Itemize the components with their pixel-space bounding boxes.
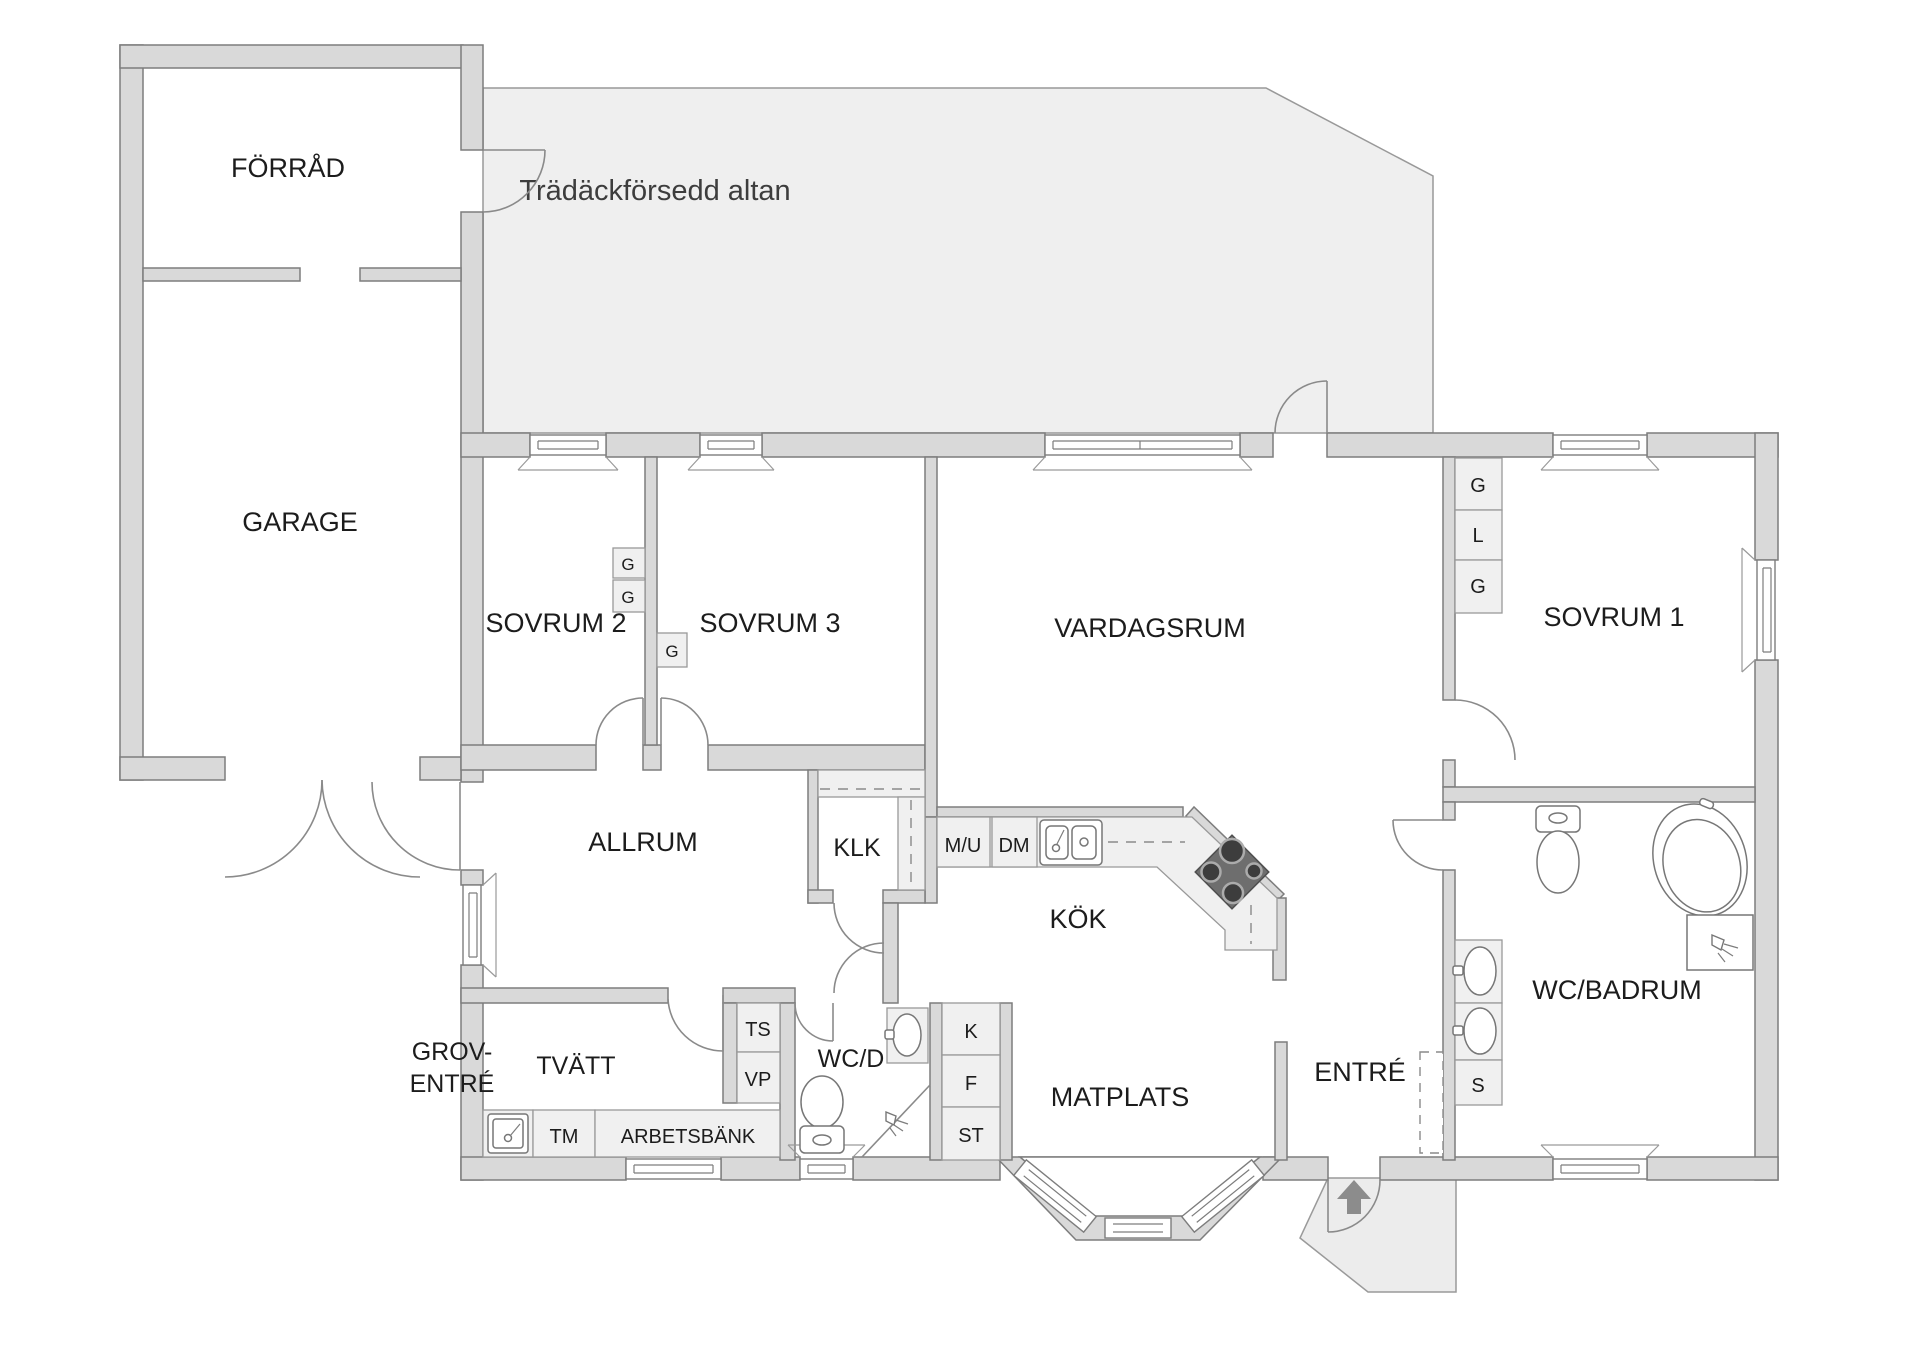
label-sovrum3-g: G [665, 642, 678, 661]
kitchen-fixtures [936, 816, 1278, 951]
freezer-box [941, 1054, 1001, 1108]
fridge-box [941, 1002, 1001, 1056]
bath-sink1-icon [1452, 946, 1497, 996]
sanitary-fixtures [799, 797, 1754, 1158]
label-s: S [1471, 1075, 1484, 1097]
room-label-garage: GARAGE [242, 507, 358, 537]
label-sovrum2-g2: G [621, 588, 634, 607]
room-labels: FÖRRÅD GARAGE SOVRUM 2 SOVRUM 3 VARDAGSR… [231, 152, 1702, 1112]
door-wcd [794, 1002, 834, 1042]
room-label-groventre-1: GROV- [412, 1038, 493, 1066]
window-sovrum1-top [1540, 434, 1660, 471]
room-label-sovrum1: SOVRUM 1 [1543, 602, 1684, 632]
wardrobe-sovrum1-g1 [1454, 457, 1503, 511]
room-label-sovrum2: SOVRUM 2 [485, 608, 626, 638]
label-k: K [964, 1021, 978, 1043]
wcd-toilet-icon [799, 1075, 845, 1154]
room-label-forrad: FÖRRÅD [231, 152, 345, 183]
wardrobe-sovrum3-g [656, 632, 688, 668]
room-label-allrum: ALLRUM [588, 827, 698, 857]
s-box [1454, 1059, 1503, 1106]
door-garage-double [224, 779, 421, 878]
deck-label: Trädäckförsedd altan [519, 175, 790, 207]
wardrobe-sovrum2-g2 [612, 579, 646, 613]
label-tm: TM [550, 1126, 579, 1148]
box-labels: M/U DM TS VP TM ARBETSBÄNK K F ST S G G … [550, 475, 1486, 1148]
room-label-tvatt: TVÄTT [536, 1052, 615, 1080]
label-mu: M/U [945, 835, 982, 857]
label-vp: VP [745, 1069, 772, 1091]
label-arbetsbank: ARBETSBÄNK [621, 1126, 756, 1148]
door-corridor-kok [833, 942, 885, 994]
window-wcbadrum [1540, 1144, 1660, 1180]
label-f: F [965, 1073, 977, 1095]
room-label-sovrum3: SOVRUM 3 [699, 608, 840, 638]
window-vardagsrum [1032, 434, 1253, 471]
label-dm: DM [998, 835, 1029, 857]
room-label-groventre-2: ENTRÉ [410, 1069, 495, 1098]
micro-oven-box [936, 816, 991, 868]
window-allrum-west [462, 872, 497, 978]
room-label-entre: ENTRÉ [1314, 1057, 1406, 1087]
window-bay-left [1012, 1158, 1098, 1234]
wardrobe-sovrum2-g1 [612, 547, 646, 579]
doors [224, 149, 1516, 1233]
window-sovrum3 [687, 434, 775, 471]
kitchen-sink-icon [1039, 819, 1103, 866]
room-label-vardagsrum: VARDAGSRUM [1054, 613, 1246, 643]
ts-box [736, 1002, 781, 1053]
wcd-sink-icon [884, 1007, 929, 1064]
wcd-shower-icon [861, 1084, 931, 1158]
door-deck-vardagsrum [1274, 380, 1328, 434]
wardrobe-sovrum1-g2 [1454, 559, 1503, 614]
door-tvatt [667, 995, 724, 1052]
bath-sink2-icon [1452, 1007, 1497, 1055]
dishwasher-box [991, 816, 1038, 868]
st-box [941, 1106, 1001, 1161]
bath-toilet-icon [1535, 805, 1581, 894]
room-label-kok: KÖK [1049, 904, 1106, 934]
window-sovrum1-east [1741, 547, 1776, 673]
washer-box [532, 1109, 596, 1158]
label-sovrum1-l: L [1472, 525, 1483, 547]
entrance-arrow-icon [1337, 1180, 1371, 1214]
door-entrance [1327, 1179, 1381, 1233]
window-sovrum2 [517, 434, 619, 471]
label-sovrum1-g2: G [1470, 576, 1486, 598]
label-ts: TS [745, 1019, 771, 1041]
room-label-klk: KLK [833, 834, 881, 862]
entre-dashed-closet [1419, 1051, 1444, 1154]
door-grov-entre-exterior [371, 781, 461, 871]
door-sovrum2 [595, 697, 644, 746]
door-sovrum3 [660, 697, 709, 746]
room-label-matplats: MATPLATS [1051, 1082, 1190, 1112]
room-label-wcd: WC/D [818, 1045, 885, 1073]
label-st: ST [958, 1125, 984, 1147]
label-sovrum1-g1: G [1470, 475, 1486, 497]
door-wcbadrum [1392, 819, 1444, 871]
window-bay-right [1180, 1158, 1266, 1234]
wardrobe-sovrum1-l [1454, 509, 1503, 561]
klk-closet [817, 769, 926, 891]
bath-shower-icon [1686, 914, 1754, 971]
stove-icon [1194, 834, 1270, 910]
vp-box [736, 1051, 781, 1104]
window-bay-bottom [1104, 1217, 1172, 1239]
label-sovrum2-g1: G [621, 555, 634, 574]
door-forrad-deck [482, 149, 546, 213]
laundry-sink-icon [487, 1113, 529, 1154]
workbench-box [594, 1109, 781, 1158]
door-klk [833, 902, 885, 954]
door-sovrum1 [1454, 699, 1516, 761]
deck-terrace: Trädäckförsedd altan [482, 87, 1434, 434]
room-label-wcbadrum: WC/BADRUM [1532, 975, 1702, 1005]
bathtub-icon [1652, 797, 1748, 917]
